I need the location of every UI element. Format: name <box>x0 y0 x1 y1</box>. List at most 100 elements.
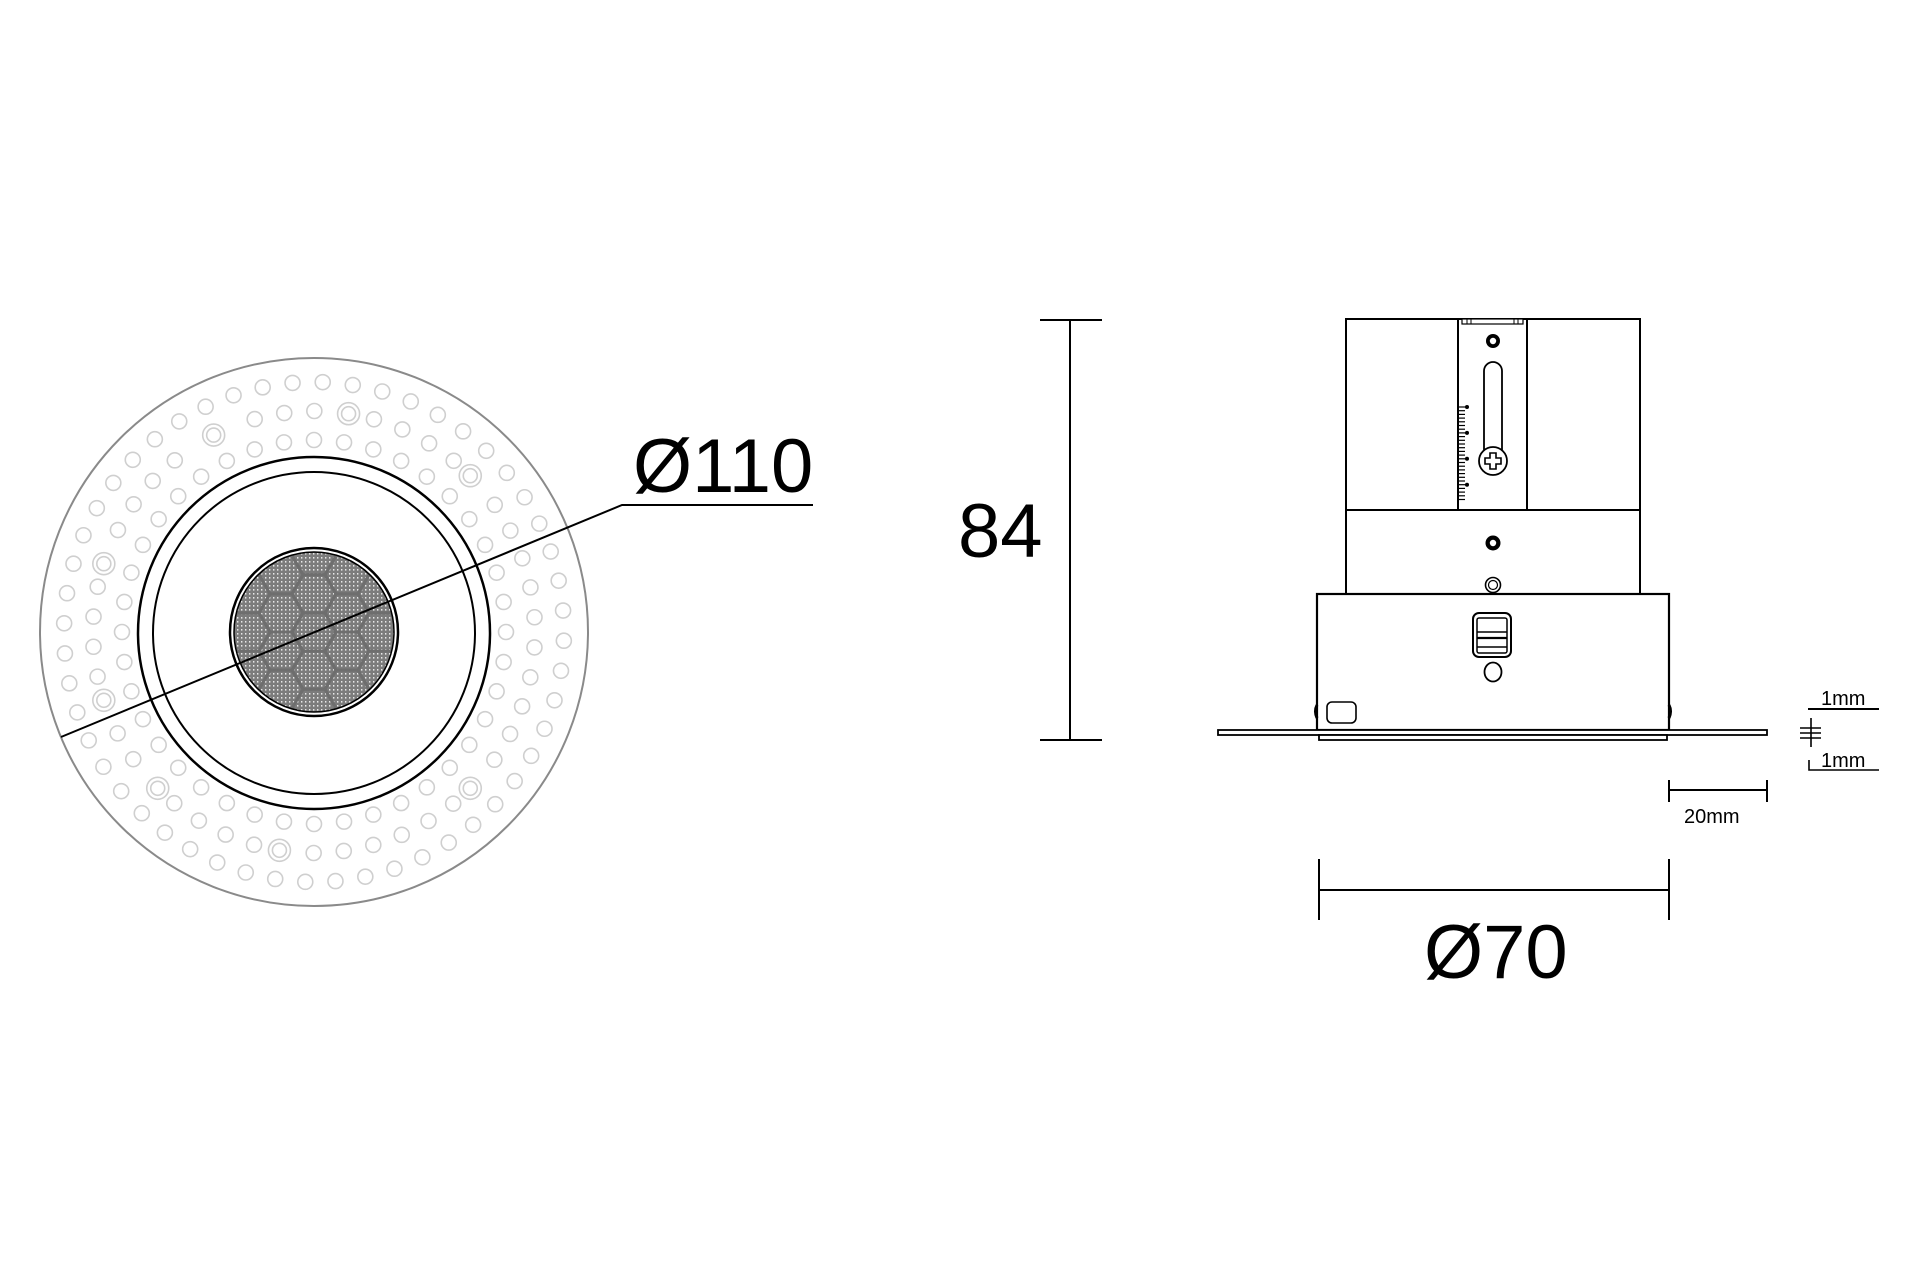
perforation-hole <box>522 668 539 686</box>
perforation-hole <box>246 806 263 823</box>
perforation-hole <box>335 813 353 830</box>
perforation-hole <box>181 840 199 858</box>
perforation-hole <box>109 521 127 539</box>
perforation-hole <box>208 854 226 871</box>
perforation-hole <box>65 555 82 573</box>
perforation-hole <box>445 452 463 470</box>
overhang-dimension: 20mm <box>1668 780 1768 828</box>
perforation-hole <box>476 536 494 554</box>
perforation-hole <box>150 736 167 754</box>
perforation-hole <box>441 759 459 777</box>
perforation-hole <box>116 593 133 611</box>
perforation-hole <box>123 683 140 700</box>
perforation-hole <box>392 452 410 470</box>
perforation-hole <box>190 812 208 829</box>
perforation-hole <box>134 710 152 728</box>
perforation-hole <box>89 668 106 685</box>
perforation-hole <box>476 710 494 728</box>
perforation-hole <box>420 435 438 452</box>
thickness-annotation: 1mm 1mm <box>1800 688 1879 772</box>
perforation-hole <box>266 870 284 888</box>
perforation-hole <box>506 772 523 790</box>
perforation-hole <box>530 515 548 532</box>
mounting-hole <box>267 838 292 863</box>
perforation-hole <box>477 442 495 460</box>
perforation-hole <box>165 794 183 812</box>
perforation-hole <box>402 393 420 410</box>
height-dimension: 84 <box>958 319 1102 741</box>
width-dimension: Ø70 <box>1318 859 1670 995</box>
perforation-hole <box>146 430 164 448</box>
perforation-hole <box>123 564 140 581</box>
perforation-hole <box>125 495 142 513</box>
perforation-hole <box>124 451 142 469</box>
perforation-hole <box>418 468 436 485</box>
mounting-hole <box>92 551 116 576</box>
height-adjust-bracket <box>1457 318 1528 511</box>
perforation-hole <box>88 499 106 517</box>
perforation-hole <box>275 434 293 451</box>
perforation-hole <box>501 725 519 743</box>
perforation-hole <box>554 602 572 619</box>
perforation-hole <box>89 578 106 596</box>
perforation-hole <box>394 421 411 438</box>
perforation-hole <box>365 806 382 823</box>
perforation-hole <box>105 474 122 492</box>
perforation-hole <box>550 572 567 589</box>
perforation-hole <box>275 813 293 830</box>
mounting-hole <box>458 463 483 488</box>
perforation-hole <box>218 794 236 812</box>
perforation-hole <box>514 550 531 567</box>
perforation-hole <box>420 812 437 830</box>
perforation-hole <box>335 434 353 451</box>
mounting-hole <box>336 401 361 426</box>
perforation-pattern <box>55 373 573 891</box>
perforation-hole <box>444 795 462 812</box>
perforation-hole <box>305 844 322 862</box>
perforation-hole <box>85 638 102 656</box>
perforation-hole <box>495 653 512 671</box>
perforation-hole <box>365 410 383 428</box>
perforation-hole <box>85 608 102 625</box>
width-label: Ø70 <box>1424 910 1568 995</box>
perforation-hole <box>225 386 242 404</box>
perforation-hole <box>365 836 382 854</box>
perforation-hole <box>526 608 543 626</box>
perforation-hole <box>166 452 184 469</box>
perforation-hole <box>386 860 403 878</box>
height-label: 84 <box>958 489 1043 574</box>
indicator-hole <box>1483 661 1503 683</box>
perforation-hole <box>246 410 263 428</box>
perforation-hole <box>344 376 362 394</box>
perforation-hole <box>169 759 187 777</box>
side-view: 1mm 1mm 20mm Ø70 <box>1217 318 1879 995</box>
perforation-hole <box>536 720 553 738</box>
perforation-hole <box>150 510 167 528</box>
perforation-hole <box>488 564 505 581</box>
perforation-hole <box>513 698 531 715</box>
perforation-hole <box>169 487 187 505</box>
perforation-hole <box>486 496 504 514</box>
perforation-hole <box>546 691 563 709</box>
mounting-hole <box>201 423 226 447</box>
flange-top-thickness-label: 1mm <box>1821 688 1865 710</box>
perforation-hole <box>296 873 314 891</box>
perforation-hole <box>134 536 152 554</box>
perforation-hole <box>392 794 410 812</box>
perforation-hole <box>254 379 271 396</box>
perforation-hole <box>305 431 323 449</box>
front-view: Ø110 <box>39 357 813 907</box>
perforation-hole <box>464 816 482 834</box>
perforation-hole <box>357 868 374 885</box>
perforation-hole <box>522 579 539 596</box>
mounting-hole <box>458 776 483 801</box>
perforation-hole <box>68 704 86 721</box>
mounting-hole <box>145 776 170 801</box>
overhang-label: 20mm <box>1684 806 1740 828</box>
perforation-hole <box>327 872 344 890</box>
perforation-hole <box>393 826 411 844</box>
perforation-hole <box>414 848 431 866</box>
perforation-hole <box>542 543 560 560</box>
perforation-hole <box>498 464 516 482</box>
